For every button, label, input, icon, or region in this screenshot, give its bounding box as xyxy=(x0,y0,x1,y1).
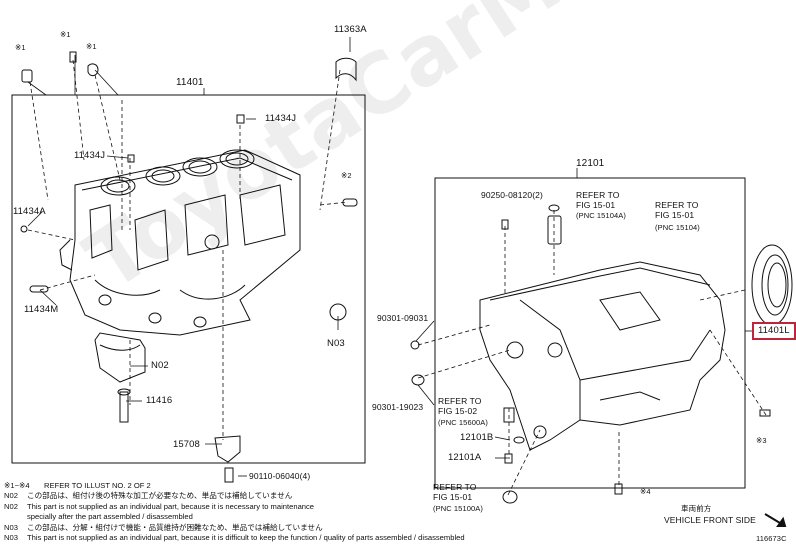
footnote-row: specially after the part assembled / dis… xyxy=(4,512,465,522)
oil-pan xyxy=(410,204,771,504)
cylinder-block xyxy=(59,149,301,336)
ref-3-line3: (PNC 15600A) xyxy=(438,418,488,427)
footnote-row: N02 This part is not supplied as an indiv… xyxy=(4,502,465,512)
part-label-11416: 11416 xyxy=(146,395,173,406)
ref-2-line2: FIG 15-01 xyxy=(655,210,695,220)
part-label-11434j-2: 11434J xyxy=(74,150,106,161)
ref-4-line1: REFER TO xyxy=(433,482,477,492)
ref-mark-x1c: ※1 xyxy=(86,42,97,51)
footnote-row: ※1~※4 REFER TO ILLUST NO. 2 OF 2 xyxy=(4,481,465,491)
ref-1-line3: (PNC 15104A) xyxy=(576,211,626,220)
ref-mark-x1b: ※1 xyxy=(60,30,71,39)
footnote-key: ※1~※4 xyxy=(4,481,30,490)
part-label-15708: 15708 xyxy=(173,439,200,450)
footnote-text: REFER TO ILLUST NO. 2 OF 2 xyxy=(44,481,151,490)
ref-mark-x3: ※3 xyxy=(756,436,767,445)
front-label-jp: 車両前方 xyxy=(681,504,712,513)
footnote-text: この部品は、組付け後の特殊な加工が必要なため、単品では補給していません xyxy=(27,491,293,501)
part-label-12101: 12101 xyxy=(576,158,605,169)
part-label-11401l-highlighted: 11401L xyxy=(752,322,796,340)
part-label-11363a: 11363A xyxy=(334,24,367,35)
ref-3-line2: FIG 15-02 xyxy=(438,406,478,416)
part-label-90301-09031: 90301-09031 xyxy=(377,313,429,323)
ref-1-line1: REFER TO xyxy=(576,190,620,200)
footnote-key: N03 xyxy=(4,522,18,532)
footnote-row: N02 この部品は、組付け後の特殊な加工が必要なため、単品では補給していません xyxy=(4,491,465,501)
oil-seal xyxy=(751,244,793,326)
part-label-11401: 11401 xyxy=(176,77,204,88)
ref-1-line2: FIG 15-01 xyxy=(576,200,616,210)
footnote-text: specially after the part assembled / dis… xyxy=(27,512,193,522)
front-label-en: VEHICLE FRONT SIDE xyxy=(664,515,756,525)
note-label-n03: N03 xyxy=(327,338,345,349)
ref-4-line3: (PNC 15100A) xyxy=(433,504,483,513)
footnote-key: N02 xyxy=(4,491,18,501)
footnotes: ※1~※4 REFER TO ILLUST NO. 2 OF 2 N02 この部品は… xyxy=(4,481,465,543)
ref-2-line3: (PNC 15104) xyxy=(655,223,700,232)
figure-id: 116673C xyxy=(756,534,787,543)
ref-2-line1: REFER TO xyxy=(655,200,699,210)
dashed-lines xyxy=(27,59,767,496)
footnote-text: この部品は、分解・組付けで機能・品質維持が困難なため、単品では補給していません xyxy=(27,522,323,532)
part-label-11434m: 11434M xyxy=(24,304,59,315)
block-group-frame xyxy=(11,94,366,464)
ref-4-line2: FIG 15-01 xyxy=(433,492,473,502)
ref-mark-x1a: ※1 xyxy=(15,43,26,52)
small-parts-left xyxy=(20,51,358,483)
part-label-11434a: 11434A xyxy=(13,206,46,217)
footnote-key: N02 xyxy=(4,501,18,511)
ref-3-line1: REFER TO xyxy=(438,396,482,406)
part-label-nut: 90110-06040(4) xyxy=(249,471,311,481)
front-arrow-icon xyxy=(764,513,787,527)
part-label-90301-19023: 90301-19023 xyxy=(372,402,424,412)
footnote-text: This part is not supplied as an individu… xyxy=(27,533,465,543)
ref-mark-x4: ※4 xyxy=(640,487,651,496)
footnote-row: N03 This part is not supplied as an indiv… xyxy=(4,533,465,543)
part-label-12101b: 12101B xyxy=(460,432,494,443)
part-label-12101a: 12101A xyxy=(448,452,482,463)
ref-mark-x2: ※2 xyxy=(341,171,352,180)
part-label-11434j: 11434J xyxy=(265,113,297,124)
pan-group-frame xyxy=(434,177,746,489)
footnote-row: N03 この部品は、分解・組付けで機能・品質維持が困難なため、単品では補給していま… xyxy=(4,523,465,533)
note-label-n02: N02 xyxy=(151,360,169,371)
footnote-key: N03 xyxy=(4,533,18,543)
part-label-dowel: 90250-08120(2) xyxy=(481,190,543,200)
footnote-text: This part is not supplied as an individu… xyxy=(27,501,315,511)
